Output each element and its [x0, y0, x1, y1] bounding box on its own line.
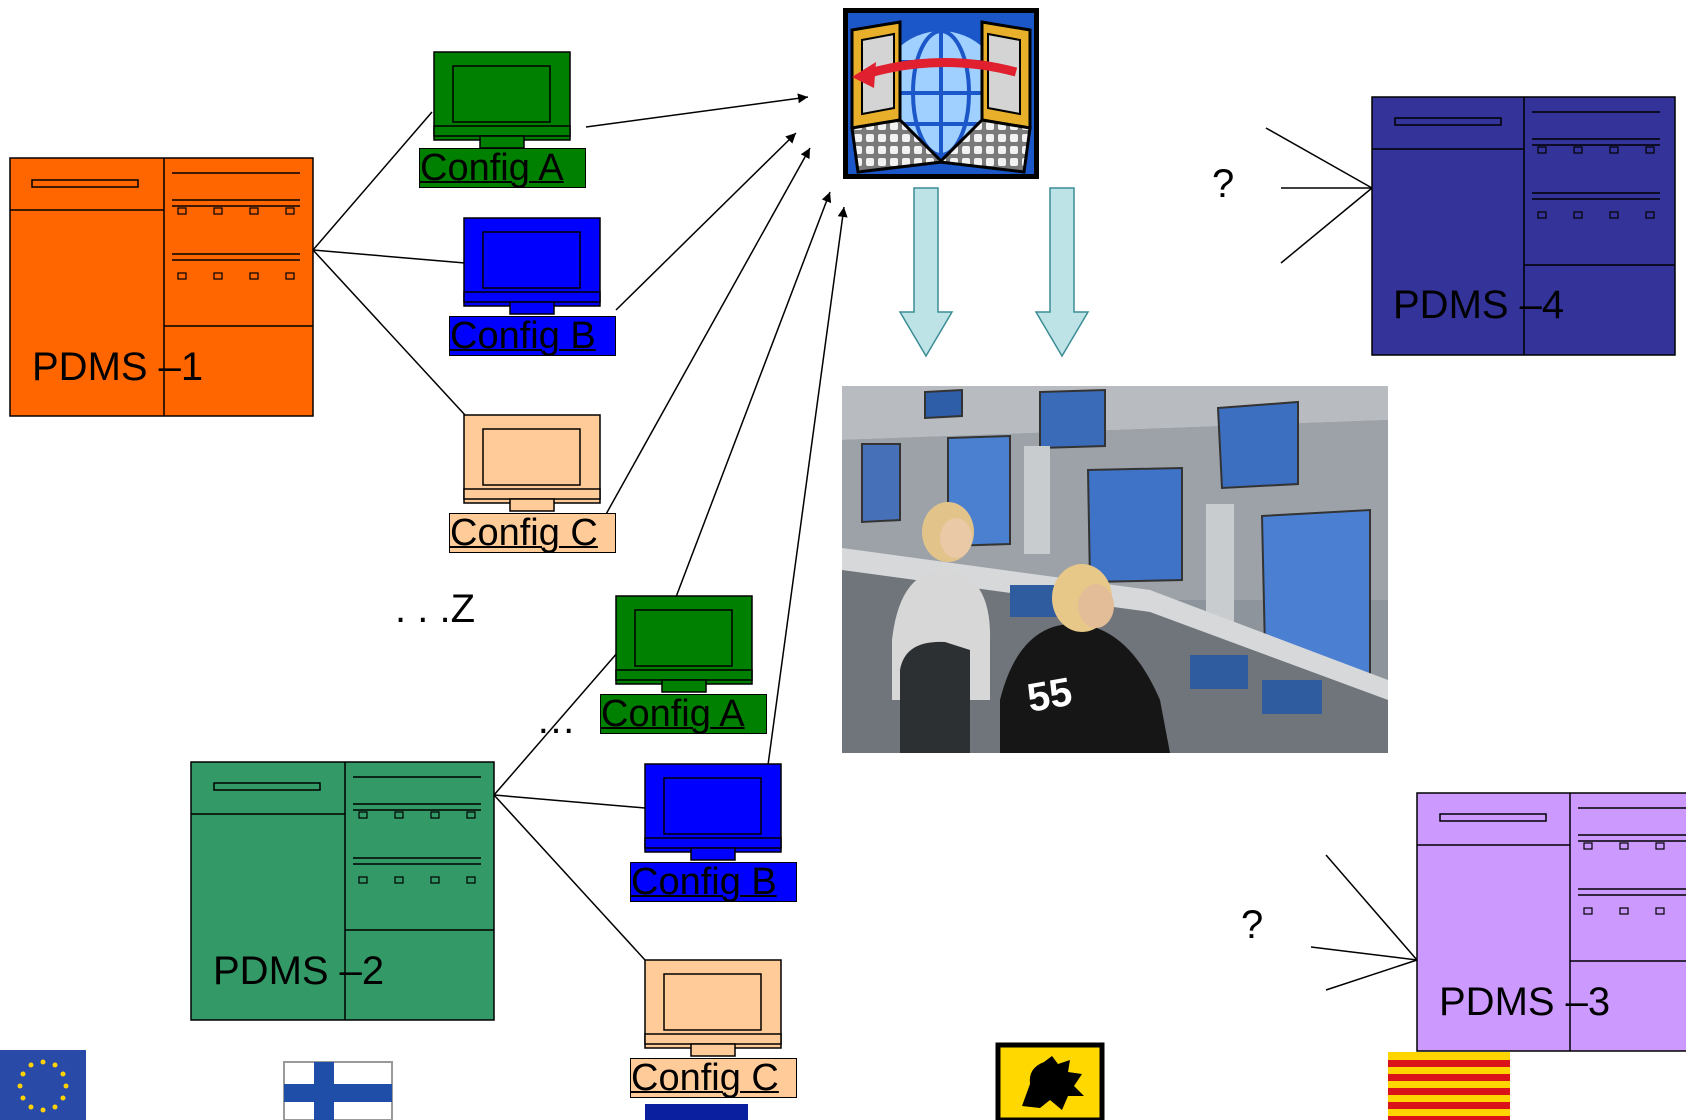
server-pdms-3: [1416, 792, 1686, 1052]
workstation-2b[interactable]: [644, 763, 782, 861]
more-configs-label: . . .Z: [395, 587, 475, 631]
finland-flag-icon: [283, 1061, 393, 1120]
svg-text:55: 55: [1024, 670, 1075, 721]
config-tag-2b[interactable]: Config B: [630, 862, 797, 902]
server-pdms-1: [9, 157, 314, 417]
server-label-pdms-1: PDMS –1: [32, 345, 204, 389]
workstation-1b[interactable]: [463, 217, 601, 315]
server-label-pdms-4: PDMS –4: [1393, 283, 1565, 327]
transfer-arrows: [898, 187, 1090, 358]
upload-arrows: [585, 93, 848, 766]
server-pdms-2: [190, 761, 495, 1021]
unknown-link-label-top: ?: [1212, 162, 1235, 206]
server-pdms-4: [1371, 96, 1676, 356]
eu-flag-icon: [0, 1050, 86, 1120]
config-tag-1c[interactable]: Config C: [449, 513, 616, 553]
partial-workstation-strip: [645, 1104, 748, 1120]
workstation-1c[interactable]: [463, 414, 601, 512]
unknown-link-label-bottom: ?: [1241, 903, 1264, 947]
config-tag-2c[interactable]: Config C: [630, 1058, 797, 1098]
flanders-flag-icon: [995, 1042, 1105, 1120]
more-workstations-label: …: [536, 698, 576, 742]
workstation-1a[interactable]: [433, 51, 571, 149]
server-label-pdms-3: PDMS –3: [1439, 980, 1611, 1024]
config-tag-1a[interactable]: Config A: [419, 148, 586, 188]
server-label-pdms-2: PDMS –2: [213, 949, 385, 993]
control-room-photo: 55: [842, 386, 1388, 753]
workstation-2c[interactable]: [644, 959, 782, 1057]
unknown-links: [1265, 127, 1418, 991]
config-tag-1b[interactable]: Config B: [449, 316, 616, 356]
server-links: [312, 111, 646, 961]
workstation-2a[interactable]: [615, 595, 753, 693]
config-tag-2a[interactable]: Config A: [600, 694, 767, 734]
catalonia-flag-icon: [1388, 1052, 1510, 1120]
data-exchange-icon: [843, 8, 1039, 179]
